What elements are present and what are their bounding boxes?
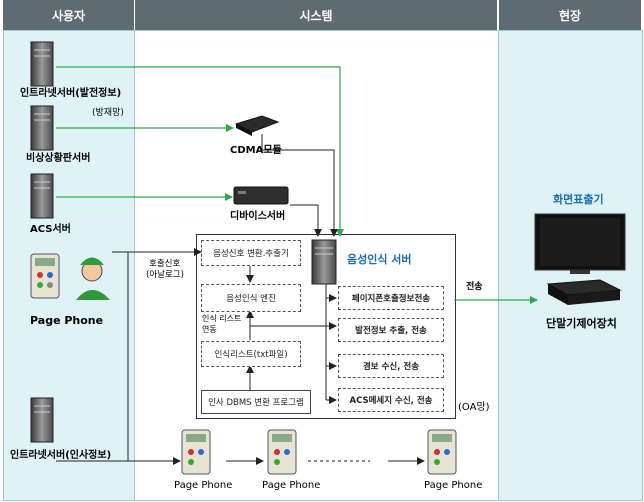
page-phone-icon-1 [181,429,211,475]
flow-engine-box: 음성인식 엔진 [201,284,301,312]
cdma-module-icon [234,115,280,136]
terminal-control-icon [546,279,622,305]
page-phone-icon-3 [427,429,457,475]
column-header-system: 시스템 [135,0,497,30]
device-server-icon [233,186,289,205]
label-cdma: CDMA모듈 [230,145,282,156]
label-page-phone-user: Page Phone [30,314,104,327]
column-header-field-label: 현장 [558,8,582,23]
label-list-link-2: 연동 [202,325,217,334]
column-header-field: 현장 [499,0,641,30]
label-call-signal-1: 호출신호 [149,259,181,269]
label-display: 화면표출기 [553,193,604,206]
server-icon-emergency-board [30,105,54,151]
flow-dbms-box: 인사 DBMS 변환 프로그램 [201,390,311,414]
label-list-link-1: 인식 리스트 [202,314,242,323]
link-hr-bus [56,252,129,462]
display-icon [534,213,626,274]
label-call-signal-2: (아날로그) [146,270,184,280]
server-icon-intranet-power [30,41,54,87]
link-cdma-server [261,134,338,237]
column-header-user-label: 사용자 [51,8,86,23]
column-header-user: 사용자 [3,0,134,30]
label-device-server: 디바이스서버 [230,211,286,222]
page-phone-icon-2 [267,429,297,475]
flow-list-box: 인식리스트(txt파일) [201,341,301,367]
label-oa-net: (OA망) [458,402,490,413]
label-intranet-power: 인트라넷서버(발전정보) [20,88,122,99]
label-page-phone-1: Page Phone [174,480,233,491]
label-page-phone-3: Page Phone [424,480,483,491]
label-intranet-hr: 인트라넷서버(인사정보) [10,450,112,461]
label-send: 전송 [466,282,483,292]
server-icon-acs [30,173,54,219]
worker-icon [76,257,110,300]
user-column-bg [3,30,136,501]
page-phone-icon-user [30,253,60,299]
output-box-2: 발전정보 추출, 전송 [338,318,444,342]
label-voice-server: 음성인식 서버 [347,253,412,266]
label-emergency-board: 비상상황판서버 [26,153,91,164]
flow-convert-box: 음성신호 변환.추출기 [201,240,301,266]
server-icon-voice [311,239,337,285]
output-box-3: 경보 수신, 전송 [338,354,444,378]
column-header-system-label: 시스템 [299,8,333,23]
output-box-1: 페이지폰호출정보전송 [338,286,444,310]
server-icon-intranet-hr [30,397,54,443]
label-page-phone-2: Page Phone [262,480,321,491]
label-disaster-net: (방재망) [92,108,124,118]
link-device-server [290,204,322,237]
label-acs-server: ACS서버 [30,224,71,235]
label-terminal: 단말기제어장치 [546,317,617,330]
output-box-4: ACS메세지 수신, 전송 [338,388,444,412]
green-link-intranet-power [56,66,344,237]
